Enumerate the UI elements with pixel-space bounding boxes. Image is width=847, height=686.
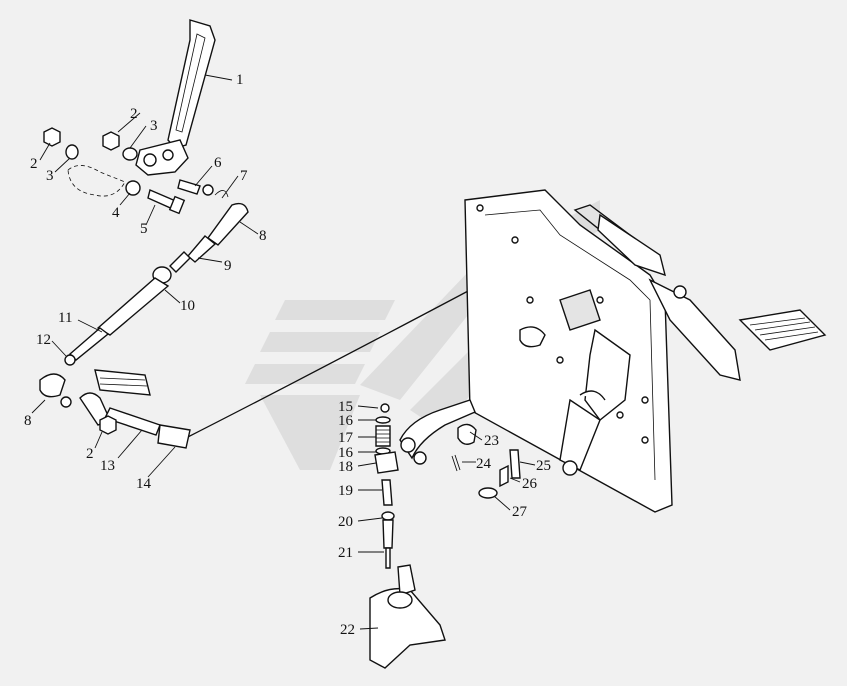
callout-9: 9 <box>224 258 232 274</box>
callout-10: 10 <box>180 298 195 314</box>
center-linkage <box>374 399 477 569</box>
callout-17: 17 <box>338 430 354 446</box>
callout-8b: 8 <box>24 413 32 429</box>
callout-5: 5 <box>140 221 148 237</box>
callout-26: 26 <box>522 476 538 492</box>
callout-16b: 16 <box>338 445 354 461</box>
callout-2a: 2 <box>130 106 138 122</box>
callout-15: 15 <box>338 399 353 415</box>
callout-20: 20 <box>338 514 353 530</box>
callout-19: 19 <box>338 483 353 499</box>
callout-3a: 3 <box>150 118 158 134</box>
callout-27: 27 <box>512 504 528 520</box>
callout-7: 7 <box>240 168 248 184</box>
callout-24: 24 <box>476 456 492 472</box>
callout-25: 25 <box>536 458 551 474</box>
callout-13: 13 <box>100 458 115 474</box>
callout-21: 21 <box>338 545 353 561</box>
leader-lines <box>31 74 536 630</box>
lower-linkage <box>39 369 191 449</box>
callout-2c: 2 <box>86 446 94 462</box>
callout-1: 1 <box>236 72 244 88</box>
right-pedal-assembly <box>573 204 827 381</box>
pedal-fasteners <box>43 127 229 215</box>
callout-11: 11 <box>58 310 72 326</box>
callout-22: 22 <box>340 622 355 638</box>
callout-6: 6 <box>214 155 222 171</box>
callout-labels: 1 2 2 2 3 3 4 5 6 7 8 8 9 10 11 12 13 14… <box>24 72 551 638</box>
right-fasteners <box>478 449 521 499</box>
pedal-arm-part-1 <box>135 19 216 176</box>
callout-3b: 3 <box>46 168 54 184</box>
lower-bracket-part-22 <box>369 564 446 669</box>
callout-23: 23 <box>484 433 499 449</box>
callout-2b: 2 <box>30 156 38 172</box>
callout-14: 14 <box>136 476 152 492</box>
callout-12: 12 <box>36 332 51 348</box>
push-rod-assembly <box>64 202 471 441</box>
pedal-bracket-plate <box>464 189 673 513</box>
callout-18: 18 <box>338 459 353 475</box>
callout-16a: 16 <box>338 413 354 429</box>
callout-8a: 8 <box>259 228 267 244</box>
callout-4: 4 <box>112 205 120 221</box>
